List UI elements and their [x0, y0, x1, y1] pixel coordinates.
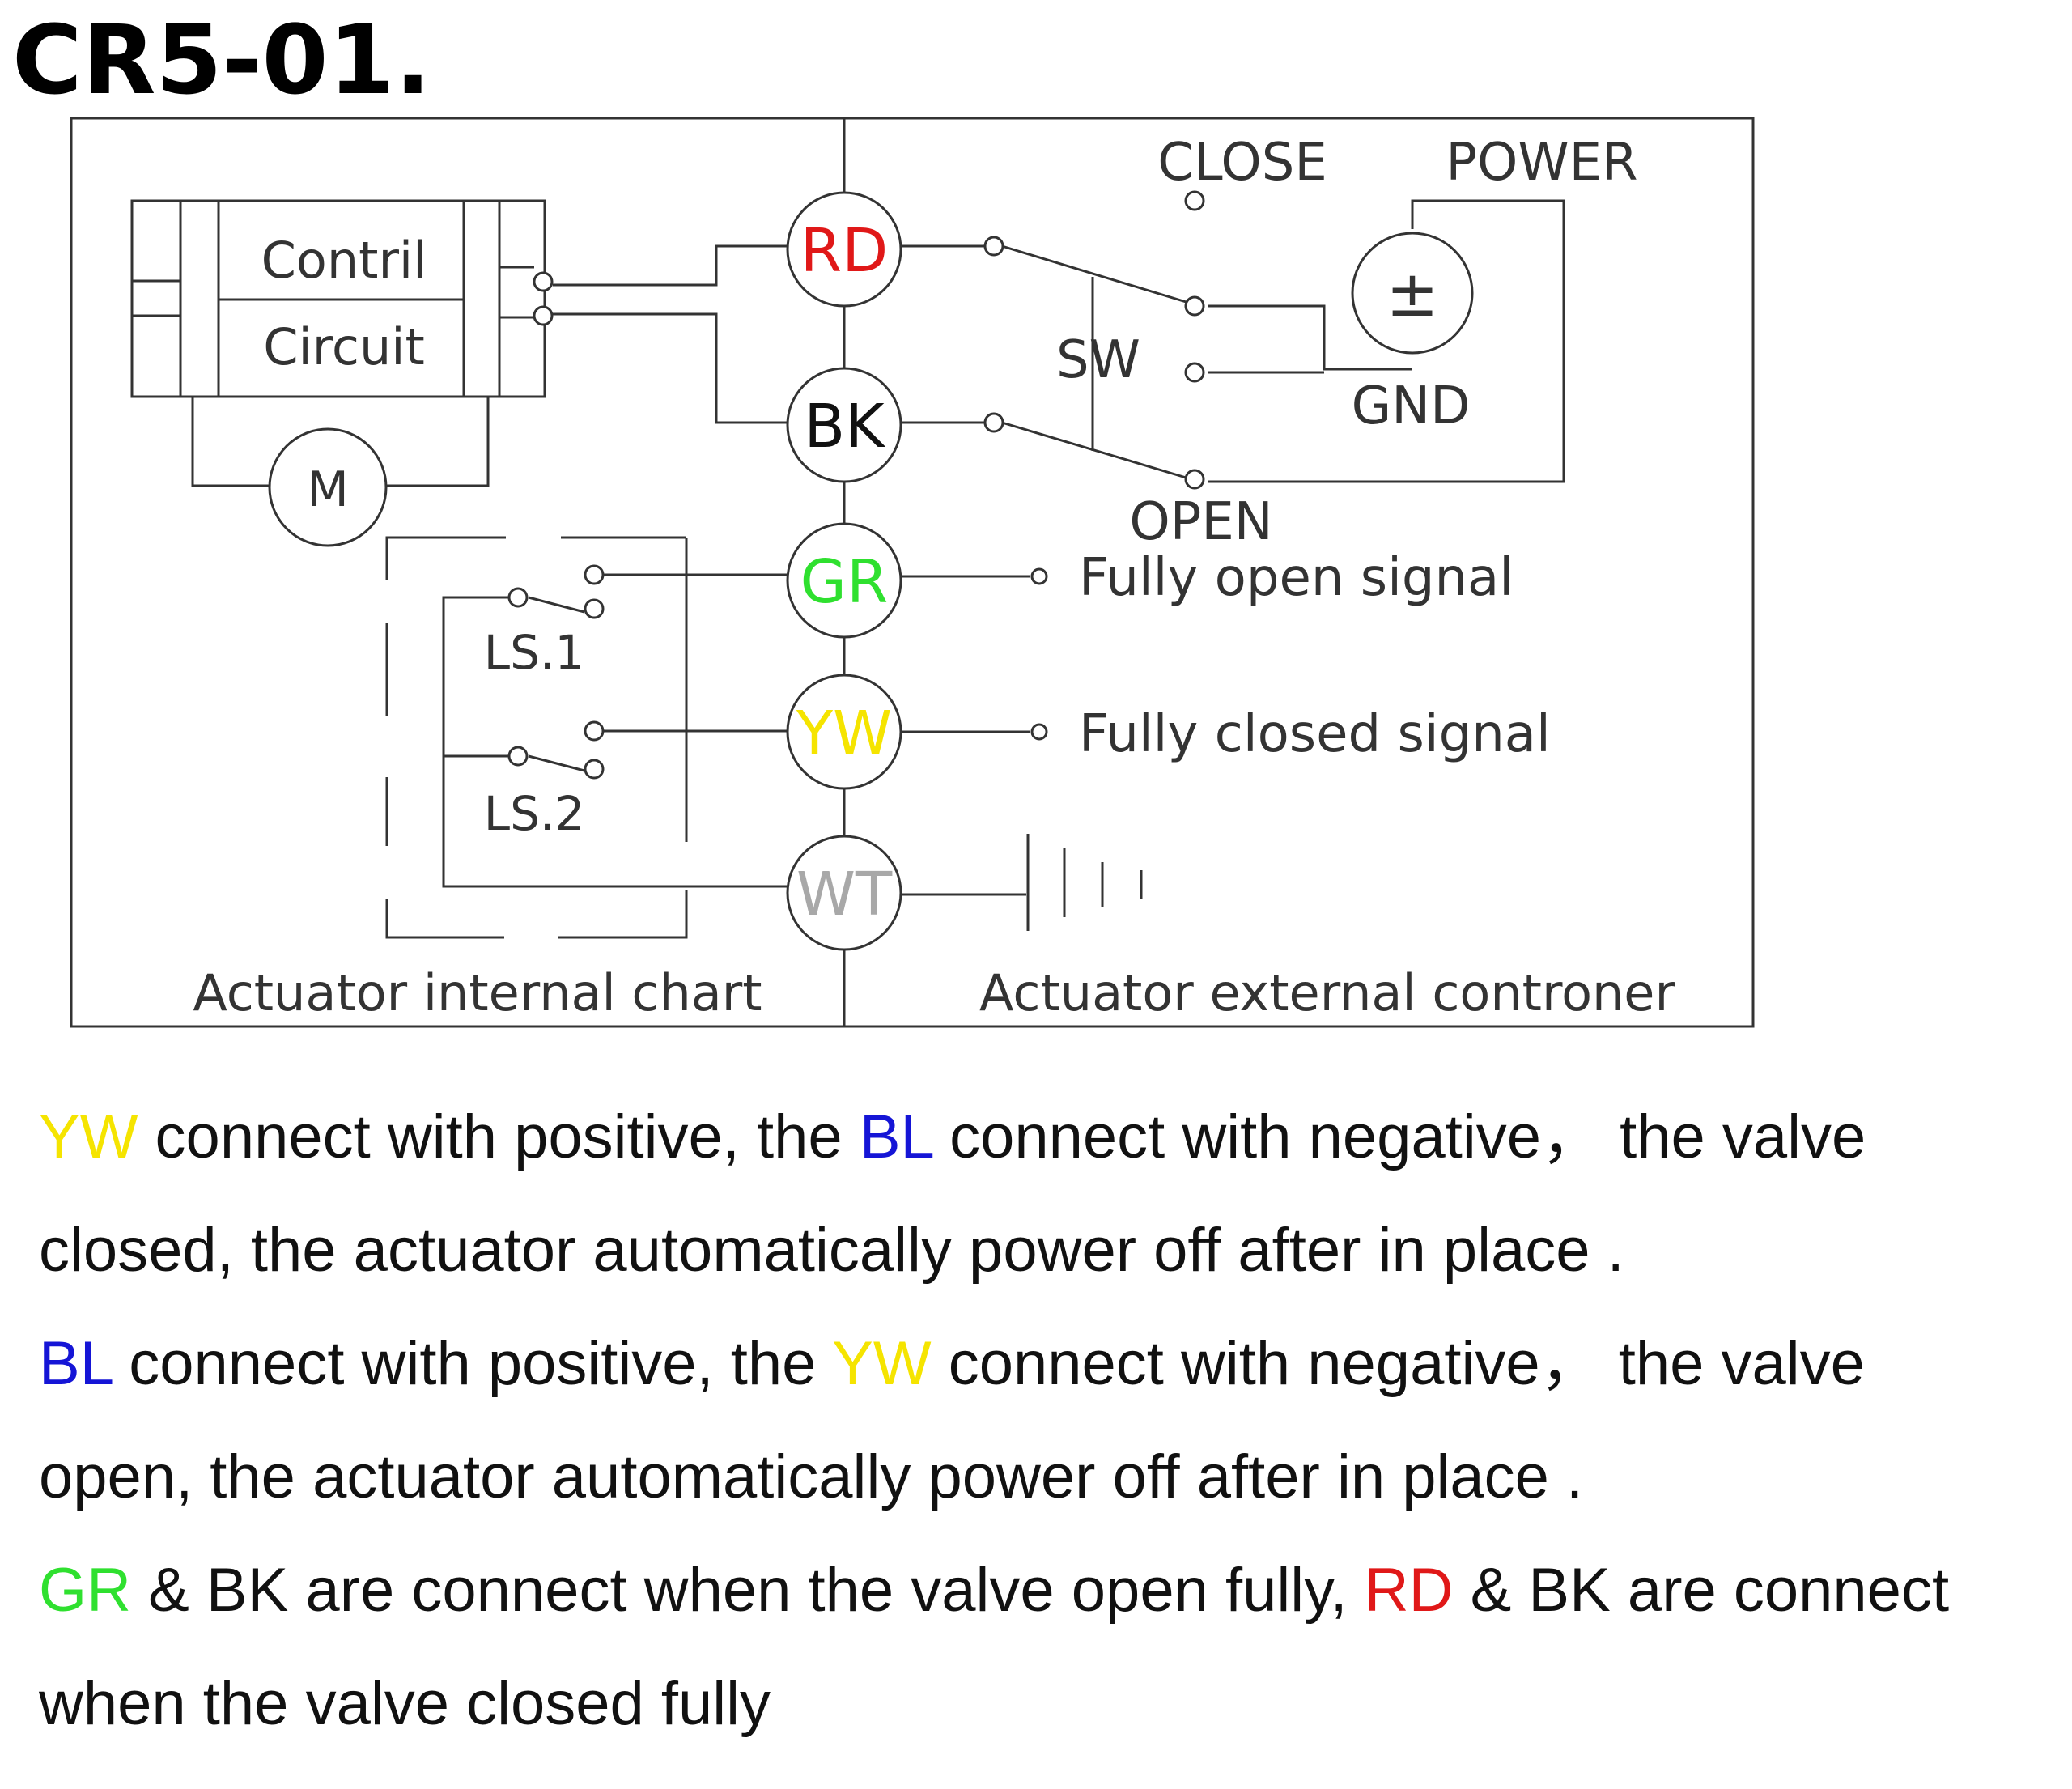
gnd-label: GND [1352, 376, 1471, 436]
control-circuit-box [130, 199, 546, 398]
control-terminal-2 [533, 305, 554, 326]
external-wiring [901, 199, 1565, 896]
external-controller-caption: Actuator external controner [979, 963, 1675, 1022]
instruction-text: connect with negative， the valve [932, 1103, 1866, 1171]
control-to-rd-bk-wires [499, 244, 789, 424]
instruction-line-4: open, the actuator automatically power o… [39, 1443, 1584, 1511]
external-contacts [983, 190, 1205, 741]
open-label: OPEN [1129, 492, 1272, 552]
wire-code-rd: RD [1364, 1556, 1454, 1625]
sw-label: SW [1056, 330, 1140, 390]
instruction-text: connect with positive, the [112, 1329, 833, 1398]
instruction-line-5: GR & BK are connect when the valve open … [39, 1534, 2062, 1647]
instruction-line-1: YW connect with positive, the BL connect… [39, 1081, 2062, 1194]
wire-terminal-bk [786, 367, 902, 483]
diagram-frame [70, 117, 1755, 1028]
fully-open-signal-label: Fully open signal [1079, 548, 1514, 608]
wire-code-yw: YW [832, 1329, 932, 1398]
power-source-symbol [1351, 232, 1474, 355]
instruction-line-2: closed, the actuator automatically power… [39, 1216, 1624, 1285]
motor-label: M [307, 461, 349, 518]
instruction-line-3: BL connect with positive, the YW connect… [39, 1307, 2062, 1421]
wire-label-rd: RD [800, 216, 888, 286]
motor-wiring [191, 397, 490, 487]
wire-terminal-gr [786, 522, 902, 639]
fully-closed-signal-label: Fully closed signal [1079, 704, 1551, 764]
instruction-text: & BK are connect [1453, 1556, 1950, 1625]
wire-code-bl: BL [39, 1329, 113, 1398]
internal-chart-caption: Actuator internal chart [193, 963, 762, 1022]
instruction-line-6: when the valve closed fully [39, 1669, 771, 1738]
wire-label-yw: YW [796, 699, 892, 768]
wire-code-yw: YW [39, 1103, 138, 1171]
wire-label-gr: GR [800, 547, 889, 617]
wire-code-bl: BL [859, 1103, 932, 1171]
control-circuit-line1: Contril [261, 231, 427, 290]
diagram-title: CR5-01. [12, 4, 431, 116]
wire-label-wt: WT [796, 860, 893, 929]
motor-symbol [268, 427, 388, 547]
power-source-sign: ± [1386, 258, 1438, 331]
instruction-text: connect with positive, the [138, 1103, 860, 1171]
ls1-label: LS.1 [484, 625, 584, 680]
wire-terminal-rd [786, 191, 902, 308]
instruction-text: & BK are connect when the valve open ful… [131, 1556, 1365, 1625]
ls2-label: LS.2 [484, 786, 584, 841]
power-label: POWER [1446, 133, 1637, 193]
wire-code-gr: GR [39, 1556, 131, 1625]
close-label: CLOSE [1157, 133, 1327, 193]
control-circuit-line2: Circuit [263, 317, 425, 376]
limit-switch-contacts [507, 564, 605, 780]
wire-terminals: RD BK GR YW WT [786, 191, 902, 951]
wiring-diagram: CR5-01. Contril Circuit M [12, 4, 1755, 1028]
limit-switch-wiring [442, 573, 797, 888]
wire-terminal-wt [786, 835, 902, 951]
ground-symbol [1026, 834, 1143, 931]
control-terminal-1 [533, 271, 554, 292]
wire-label-bk: BK [804, 392, 886, 461]
limit-switch-enclosure [385, 536, 688, 939]
instruction-text: connect with negative， the valve [931, 1329, 1865, 1398]
